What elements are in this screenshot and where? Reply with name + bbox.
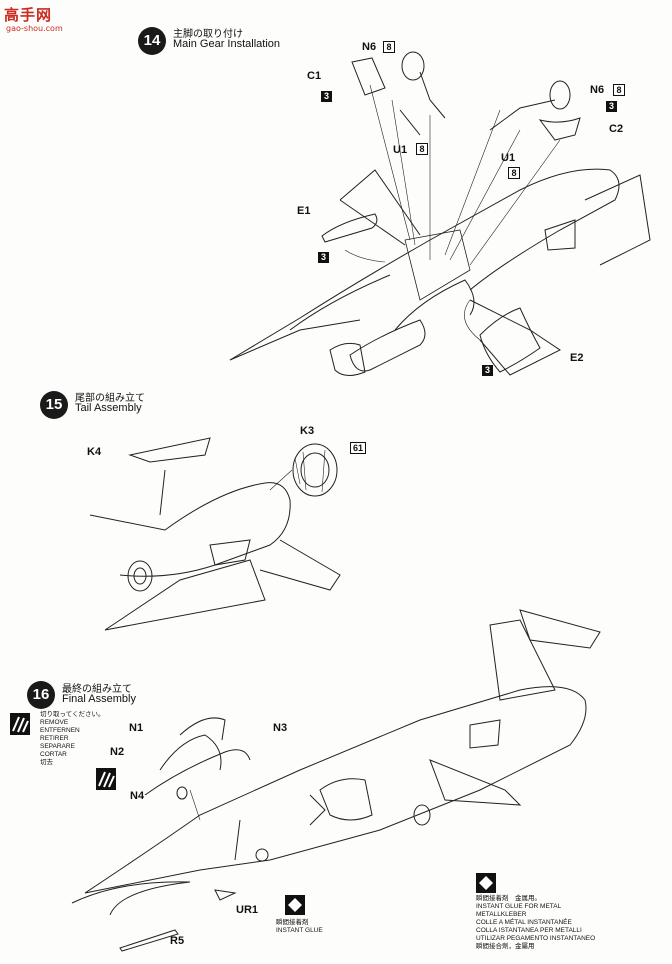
part-box-n6-right-b: 3	[606, 101, 617, 112]
metal-glue-en: INSTANT GLUE FOR METAL	[476, 903, 562, 910]
remove-note-en: REMOVE	[40, 719, 69, 726]
remove-note-fr: RETIRER	[40, 735, 69, 742]
remove-note-it: SEPARARE	[40, 743, 75, 750]
instant-glue-icon	[285, 895, 305, 915]
watermark-url: gao-shou.com	[6, 24, 63, 33]
metal-glue-note: 瞬間接着剤 金属用。 INSTANT GLUE FOR METAL METALL…	[476, 895, 595, 951]
label-n4: N4	[130, 790, 145, 802]
label-n2: N2	[110, 746, 125, 758]
remove-note-jp: 切り取ってください。	[40, 711, 105, 718]
label-n3: N3	[273, 722, 288, 734]
glue-note-en: INSTANT GLUE	[276, 927, 323, 934]
label-e2: E2	[570, 352, 584, 364]
part-box-e2: 3	[482, 365, 493, 376]
metal-glue-de: METALLKLEBER	[476, 911, 527, 918]
metal-glue-icon	[476, 873, 496, 893]
step-14-title-en: Main Gear Installation	[173, 38, 280, 50]
step-15-title-jp: 尾部の組み立て	[75, 393, 145, 404]
label-c2: C2	[609, 123, 624, 135]
step-15-number: 15	[40, 391, 68, 419]
label-r5: R5	[170, 935, 185, 947]
label-n6-right: N6	[590, 84, 605, 96]
watermark-title: 高手网	[4, 6, 53, 24]
step-16-title-en: Final Assembly	[62, 693, 136, 705]
step15-tail-drawing	[89, 437, 341, 631]
label-k3: K3	[300, 425, 315, 437]
part-box-n6-left: 8	[383, 41, 395, 53]
remove-note-es: CORTAR	[40, 751, 67, 758]
watermark-logo: 高手网 gao-shou.com	[4, 4, 74, 38]
part-box-u1-right: 8	[508, 167, 520, 179]
part-box-n6-right-a: 8	[613, 84, 625, 96]
cut-icon	[10, 713, 30, 735]
step-16-number: 16	[27, 681, 55, 709]
metal-glue-fr: COLLE A MÉTAL INSTANTANÉE	[476, 919, 572, 926]
metal-glue-es: UTILIZAR PEGAMENTO INSTANTANEO	[476, 935, 596, 942]
step-14-number: 14	[138, 27, 166, 55]
remove-note: 切り取ってください。 REMOVE ENTFERNEN RETIRER SEPA…	[40, 711, 104, 767]
remove-note-de: ENTFERNEN	[40, 727, 80, 734]
label-u1-left: U1	[393, 144, 408, 156]
label-c1: C1	[307, 70, 322, 82]
part-box-c1: 3	[321, 91, 332, 102]
part-box-k3: 61	[350, 442, 366, 454]
remove-note-cn: 切去	[40, 759, 53, 766]
step-15-title-en: Tail Assembly	[75, 402, 142, 414]
label-n1: N1	[129, 722, 144, 734]
label-ur1: UR1	[236, 904, 259, 916]
part-box-u1-left: 8	[416, 143, 428, 155]
metal-glue-it: COLLA ISTANTANEA PER METALLI	[476, 927, 582, 934]
label-n6-left: N6	[362, 41, 377, 53]
metal-glue-cn: 瞬間接合劑，金屬用	[476, 943, 535, 950]
instant-glue-note: 瞬間接着剤 INSTANT GLUE	[276, 919, 323, 935]
label-e1: E1	[297, 205, 311, 217]
step16-aircraft-drawing	[71, 609, 601, 952]
metal-glue-jp: 瞬間接着剤 金属用。	[476, 895, 541, 902]
step14-fuselage-drawing	[229, 51, 651, 376]
cut-icon-n2	[96, 768, 116, 790]
part-box-e1: 3	[318, 252, 329, 263]
glue-note-jp: 瞬間接着剤	[276, 919, 309, 926]
label-k4: K4	[87, 446, 102, 458]
step-16-title-jp: 最終の組み立て	[62, 684, 132, 695]
step-14-title-jp: 主脚の取り付け	[173, 29, 243, 40]
label-u1-right: U1	[501, 152, 516, 164]
